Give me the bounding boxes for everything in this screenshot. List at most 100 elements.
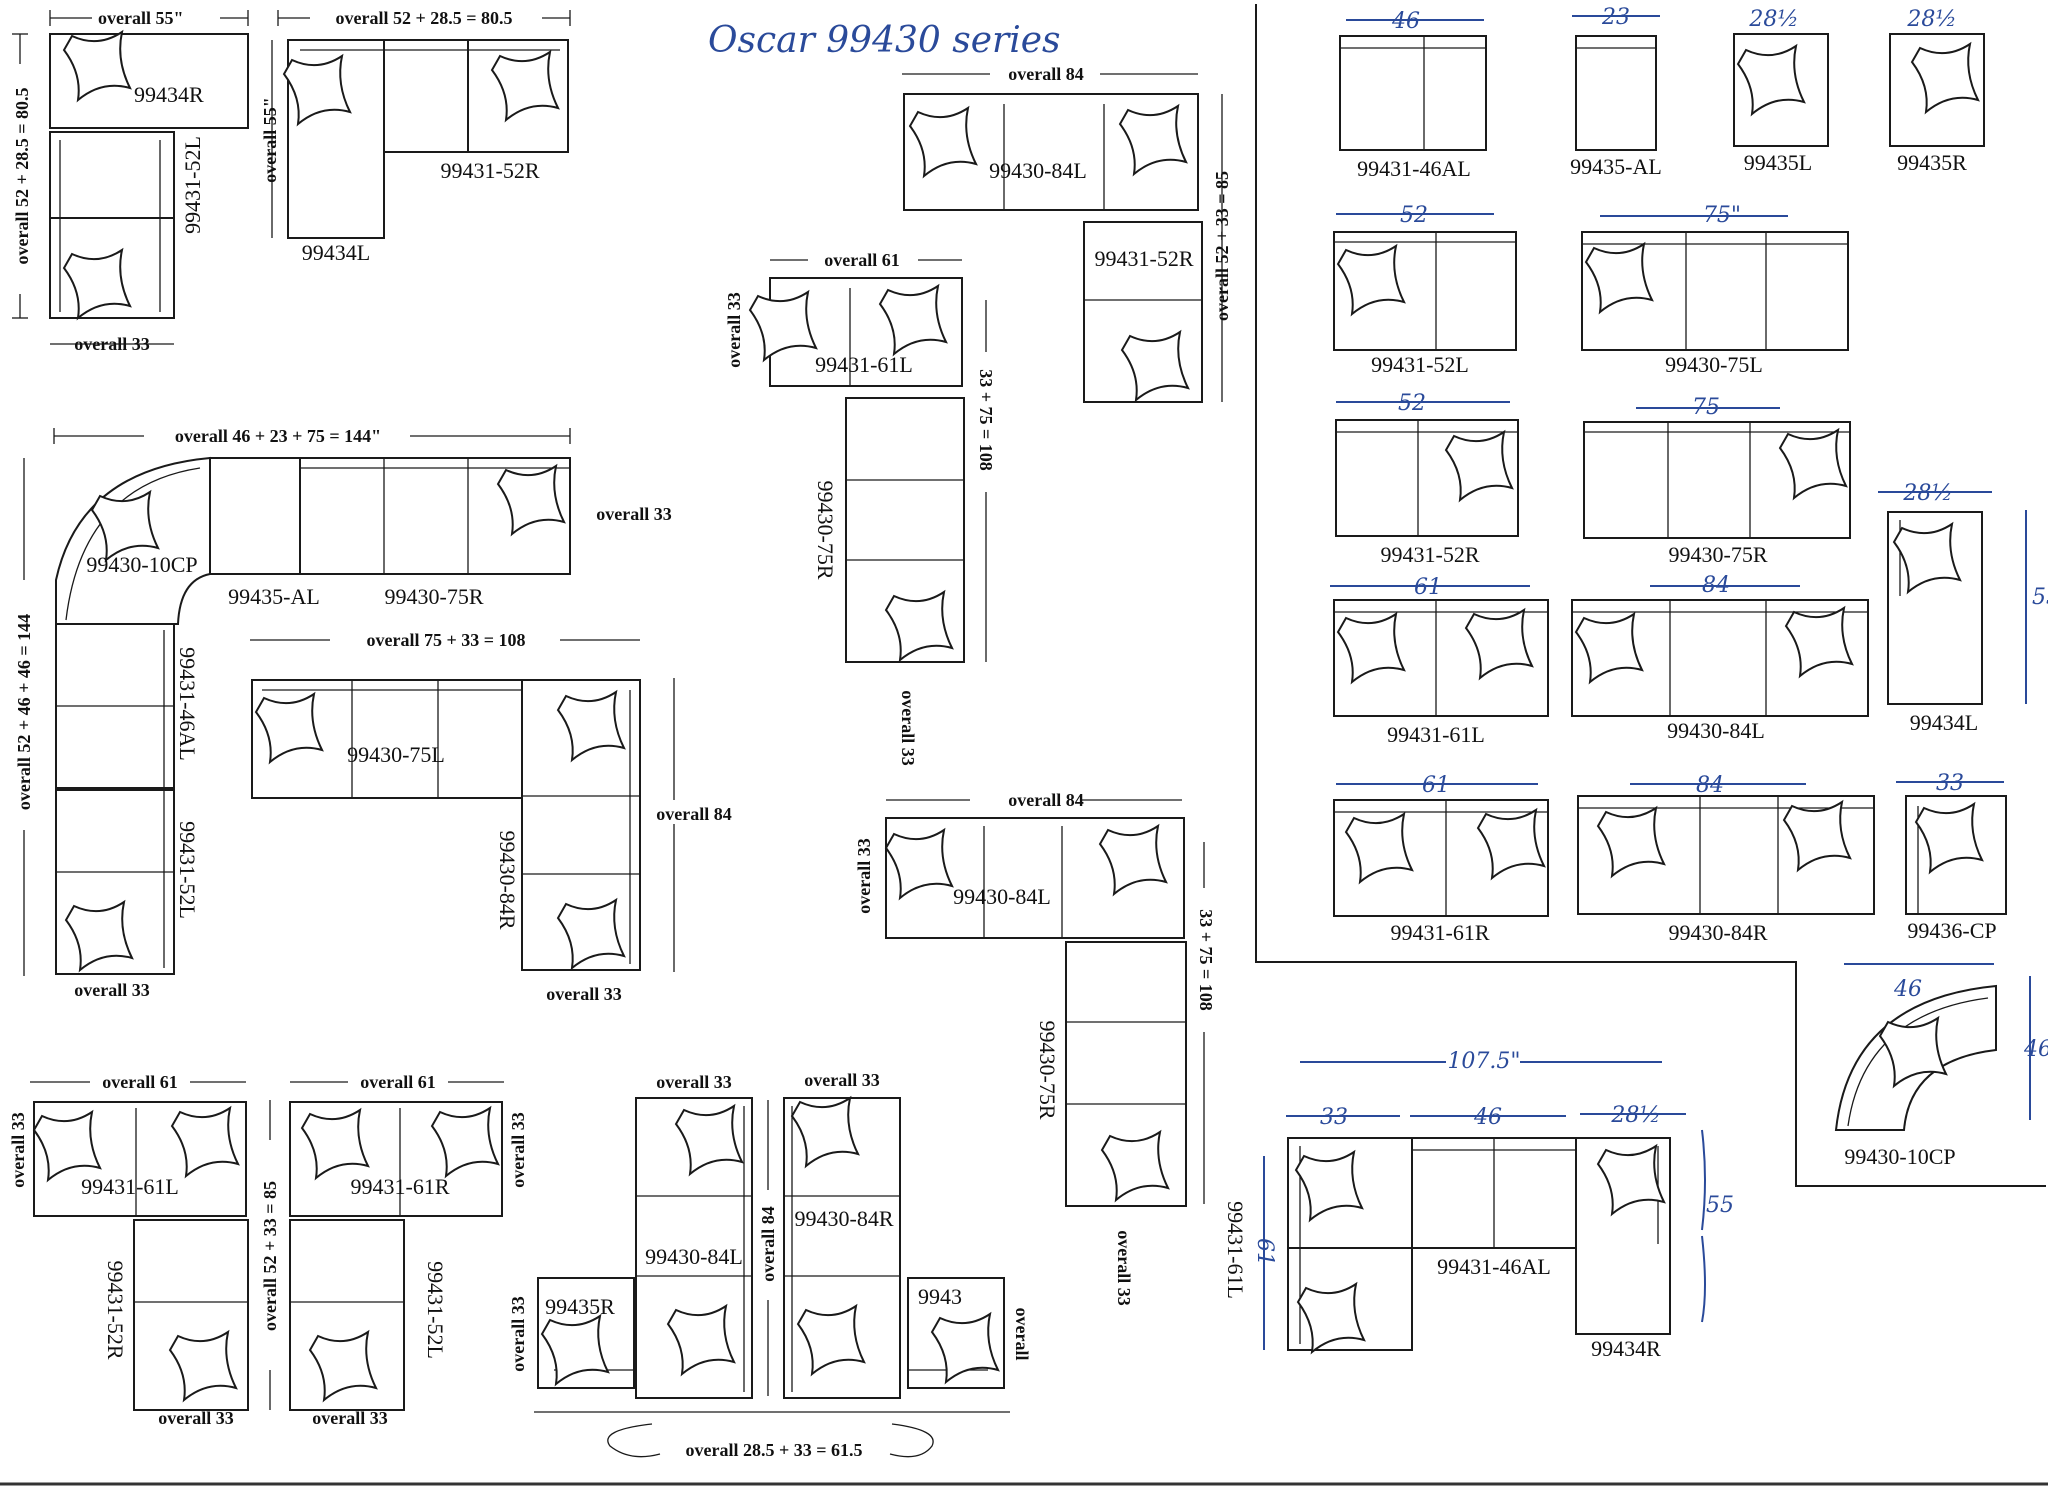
g5-right-dim: overall 33 — [596, 504, 671, 524]
group-35r-84l-84r: overall 33 overall 33 99430-84L 99430-84… — [508, 1070, 1032, 1460]
cat-61l-label: 99431-61L — [1387, 722, 1485, 747]
g10-mid-dim: overall 84 — [758, 1206, 778, 1281]
cat-35l-dim: 28½ — [1748, 7, 1798, 32]
g5-label-a: 99430-10CP — [86, 552, 197, 577]
example-side-dim: 61 — [1252, 1238, 1277, 1266]
g2-label-a: 99434L — [302, 240, 370, 265]
cat-75r-dim: 75 — [1692, 395, 1720, 420]
g7-label-a: 99430-84L — [953, 884, 1051, 909]
g9-top-dim: overall 61 — [360, 1072, 435, 1092]
g5-label-b: 99435-AL — [228, 584, 320, 609]
g7-side-dim: overall 33 — [854, 838, 874, 913]
cat-34l-dim: 28½ — [1902, 481, 1952, 506]
cat-36cp-dim: 33 — [1936, 771, 1964, 796]
group-84l-52r: overall 84 99430-84L 99431-52R overall 5… — [902, 60, 1232, 403]
cat-61r-label: 99431-61R — [1391, 920, 1490, 945]
g3-label-b: 99431-52R — [1095, 246, 1194, 271]
example-overall-dim: 107.5" — [1447, 1049, 1520, 1074]
g7-bottom-dim: overall 33 — [1114, 1230, 1134, 1305]
g2-side-dim: overall 55" — [260, 97, 280, 182]
example-d2: 46 — [1473, 1105, 1502, 1130]
cat-34l-side: 55 — [2032, 585, 2048, 610]
cat-10cp-dim: 46 — [1893, 977, 1922, 1002]
cat-52r-label: 99431-52R — [1381, 542, 1480, 567]
g10-top1-dim: overall 33 — [656, 1072, 731, 1092]
g3-side-dim: overall 52 + 33 = 85 — [1212, 171, 1232, 321]
catalog-border — [1255, 4, 2046, 1187]
cat-84r-label: 99430-84R — [1669, 920, 1768, 945]
cat-35r-label: 99435R — [1897, 150, 1967, 175]
g9-side-dim: overall 33 — [508, 1112, 528, 1187]
example-d1: 33 — [1320, 1105, 1348, 1130]
example-d3: 28½ — [1610, 1103, 1660, 1128]
series-title: Oscar 99430 series — [708, 20, 1061, 61]
example-label-c: 99434R — [1591, 1336, 1661, 1361]
g10-top2-dim: overall 33 — [804, 1070, 879, 1090]
cat-34l-label: 99434L — [1910, 710, 1978, 735]
cat-84l-dim: 84 — [1702, 573, 1730, 598]
g8-label-a: 99431-61L — [81, 1174, 179, 1199]
g10-bottom-dim: overall 28.5 + 33 = 61.5 — [686, 1440, 863, 1460]
cat-75l-dim: 75" — [1703, 203, 1741, 228]
group-75l-84r: overall 75 + 33 = 108 99430-75L 99430-84… — [250, 628, 744, 1004]
example-configuration: 107.5" 33 46 28½ 99431-46AL 99434R 99431… — [1223, 1048, 1734, 1361]
g5-side-dim: overall 52 + 46 + 46 = 144 — [14, 614, 34, 810]
example-label-b: 99431-46AL — [1437, 1254, 1551, 1279]
g5-label-c: 99430-75R — [385, 584, 484, 609]
group-99434r-52l: overall 55" 99434R 99431-52L overall 52 … — [12, 6, 249, 354]
group-10cp-wrap: overall 46 + 23 + 75 = 144" 99430-10CP 9… — [14, 424, 672, 1000]
g4-bottom-dim: overall 33 — [898, 690, 918, 765]
cat-52l-dim: 52 — [1400, 203, 1428, 228]
g9-bottom-dim: overall 33 — [312, 1408, 387, 1428]
g5-label-d: 99431-46AL — [175, 647, 200, 761]
group-84l-75r: overall 84 99430-84L 99430-75R overall 3… — [854, 788, 1216, 1306]
cat-46al-dim: 46 — [1391, 9, 1420, 34]
g8-side-dim: overall 33 — [8, 1112, 28, 1187]
cat-46al-label: 99431-46AL — [1357, 156, 1471, 181]
g3-label-a: 99430-84L — [989, 158, 1087, 183]
group-61l-75r: overall 61 99431-61L 99430-75R overall 3… — [724, 248, 998, 766]
g10-label-a: 99435R — [545, 1294, 615, 1319]
g4-top-dim: overall 61 — [824, 250, 899, 270]
g10-label-c: 99430-84R — [795, 1206, 894, 1231]
catalog-corner: 46 46 99430-10CP — [1834, 963, 2048, 1169]
g4-side-dim: overall 33 — [724, 292, 744, 367]
cat-10cp-label: 99430-10CP — [1844, 1144, 1955, 1169]
cat-10cp-side: 46 — [2023, 1037, 2048, 1062]
g1-top-dim: overall 55" — [98, 8, 183, 28]
cat-75r-label: 99430-75R — [1669, 542, 1768, 567]
g10-label-d: 9943 — [918, 1284, 962, 1309]
cat-61l-dim: 61 — [1414, 575, 1442, 600]
g4-right-dim: 33 + 75 = 108 — [976, 369, 996, 471]
g9-label-a: 99431-61R — [351, 1174, 450, 1199]
g6-label-a: 99430-75L — [347, 742, 445, 767]
g1-bottom-dim: overall 33 — [74, 334, 149, 354]
g10-side2-dim: overall — [1012, 1308, 1032, 1361]
g5-bottom-dim: overall 33 — [74, 980, 149, 1000]
catalog-row-5: 61 99431-61R 84 99430-84R 33 99436-CP — [1333, 771, 2007, 945]
g5-label-e: 99431-52L — [175, 821, 200, 919]
g1-label-b: 99431-52L — [180, 136, 205, 234]
g3-top-dim: overall 84 — [1008, 64, 1083, 84]
g8-mid-dim: overall 52 + 33 = 85 — [260, 1181, 280, 1331]
cat-36cp-label: 99436-CP — [1907, 918, 1996, 943]
catalog-row-1: 46 99431-46AL 23 99435-AL 28½ 99435L 28½… — [1339, 5, 1985, 181]
cat-75l-label: 99430-75L — [1665, 352, 1763, 377]
g8-bottom-dim: overall 33 — [158, 1408, 233, 1428]
cat-35al-dim: 23 — [1601, 5, 1630, 30]
example-right-dim: 55 — [1706, 1193, 1734, 1218]
cat-84r-dim: 84 — [1696, 773, 1724, 798]
g9-label-b: 99431-52L — [423, 1261, 448, 1359]
g1-side-dim: overall 52 + 28.5 = 80.5 — [12, 88, 32, 265]
group-61r-52l: overall 61 99431-61R 99431-52L overall 3… — [289, 1070, 528, 1428]
g6-right-dim: overall 84 — [656, 804, 731, 824]
group-99434l-52r: overall 52 + 28.5 = 80.5 99431-52R 99434… — [260, 6, 571, 265]
g6-label-b: 99430-84R — [495, 831, 520, 930]
g5-top-dim: overall 46 + 23 + 75 = 144" — [175, 426, 381, 446]
g7-label-b: 99430-75R — [1035, 1021, 1060, 1120]
example-label-a: 99431-61L — [1223, 1201, 1248, 1299]
group-61l-52r: overall 61 99431-61L 99431-52R overall 3… — [8, 1070, 282, 1428]
catalog-row-2: 52 99431-52L 75" 99430-75L — [1333, 203, 1849, 377]
g2-label-b: 99431-52R — [441, 158, 540, 183]
